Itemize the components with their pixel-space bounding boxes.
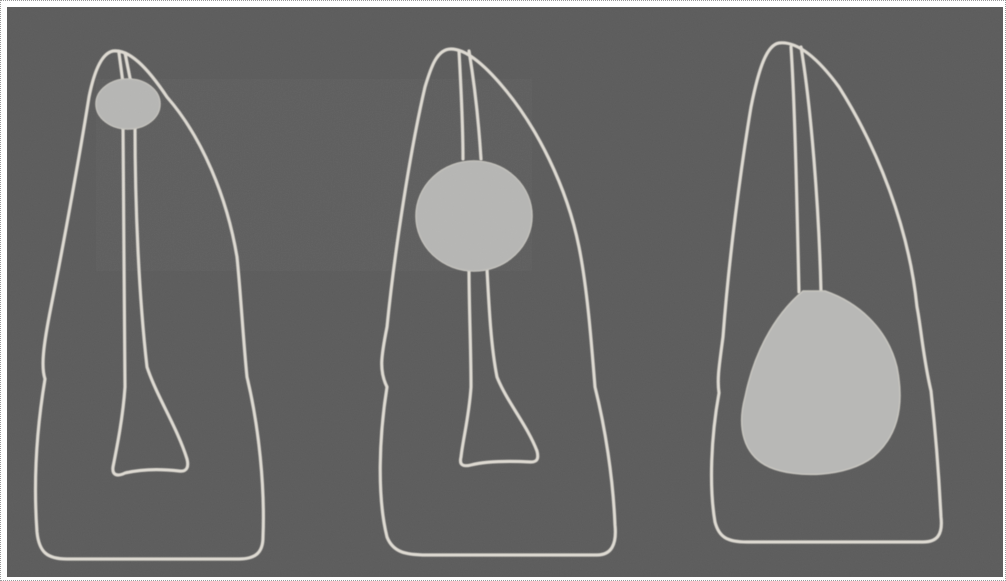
dental-illustration: [7, 7, 1003, 577]
tooth-1-lesion-texture: [96, 79, 160, 129]
tooth-2-lesion-texture: [416, 161, 532, 271]
illustration-svg: [7, 7, 1003, 577]
